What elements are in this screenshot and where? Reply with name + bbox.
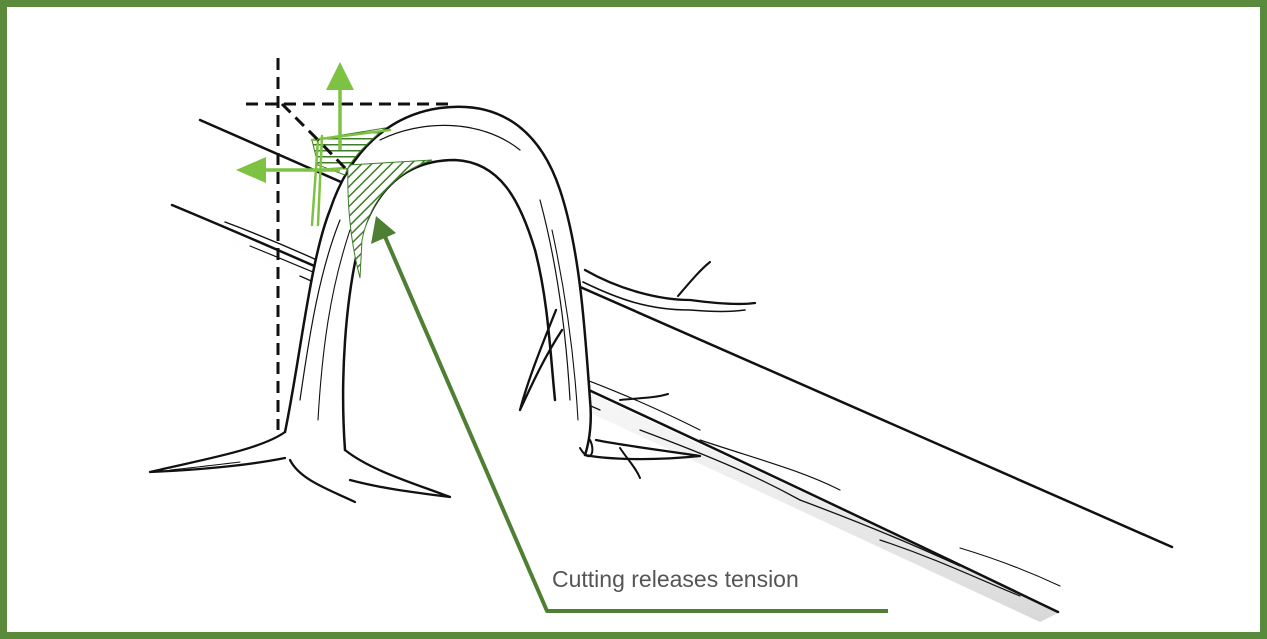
caption-label: Cutting releases tension (552, 566, 799, 593)
